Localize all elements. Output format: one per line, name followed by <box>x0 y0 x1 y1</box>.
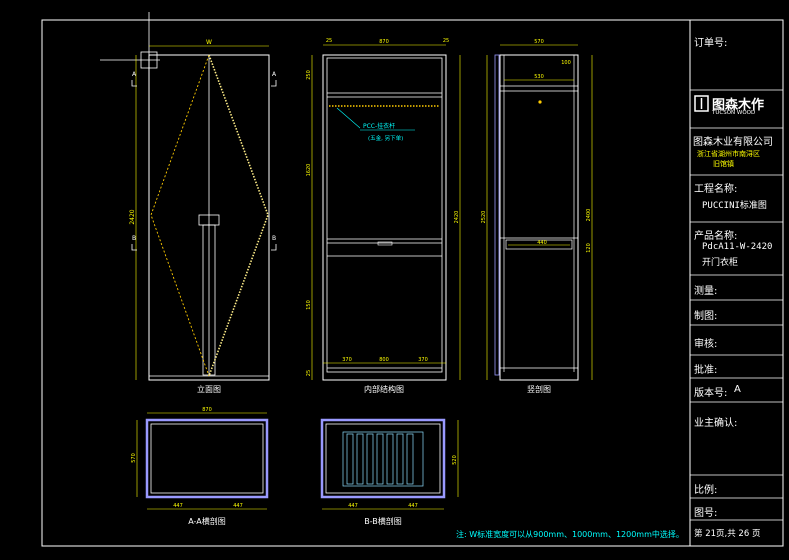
internal-left-dim-1: 250 <box>306 70 312 80</box>
front-width-dim: W <box>206 39 212 46</box>
section-a-caption: A-A横剖图 <box>188 516 225 526</box>
internal-view-caption: 内部结构图 <box>364 384 404 394</box>
drawn-label: 测量: <box>694 286 718 297</box>
internal-right-dim: 2420 <box>454 211 460 224</box>
internal-left-dim-4: 25 <box>306 370 312 376</box>
made-label: 制图: <box>694 311 718 322</box>
scale-label: 比例: <box>694 485 718 496</box>
version-value: A <box>734 384 741 395</box>
side-right-dim-1: 2400 <box>586 209 592 222</box>
side-view-caption: 竖剖图 <box>527 384 551 394</box>
order-no-label: 订单号: <box>694 38 728 49</box>
project-label: 工程名称: <box>694 184 738 195</box>
product-value-1: PdcA11-W-2420 <box>702 242 773 252</box>
section-a-depth-dim: 570 <box>131 453 137 463</box>
side-right-dim-2: 120 <box>586 243 592 253</box>
section-b-marker-left: B <box>132 235 136 242</box>
front-view-caption: 立面图 <box>197 384 221 394</box>
section-b-caption: B-B横剖图 <box>364 516 402 526</box>
section-a-marker-left: A <box>132 71 137 78</box>
side-top-dim: 570 <box>534 39 544 45</box>
drawing-no-label: 图号: <box>694 508 718 519</box>
section-b-bottom-dim-1: 447 <box>348 503 358 509</box>
internal-bottom-dim-3: 370 <box>418 357 428 363</box>
section-b-bottom-dim-2: 447 <box>408 503 418 509</box>
owner-confirm-label: 业主确认: <box>694 418 738 429</box>
internal-top-dim-left: 25 <box>326 38 332 44</box>
section-a-marker-right: A <box>272 71 277 78</box>
side-shelf-dim: 530 <box>534 74 544 80</box>
sheet-frame <box>41 19 784 547</box>
brand-en: TUCSON WOOD <box>712 110 756 116</box>
side-small-dim: 100 <box>561 60 571 66</box>
section-b-marker-right: B <box>272 235 276 242</box>
section-a-bottom-dim-2: 447 <box>233 503 243 509</box>
product-label: 产品名称: <box>694 231 738 242</box>
project-value: PUCCINI标准图 <box>702 201 767 211</box>
internal-left-dim-2: 1620 <box>306 164 312 177</box>
product-value-2: 开门衣柜 <box>702 258 739 268</box>
side-view: 570 530 100 440 2520 2400 120 竖剖图 <box>481 39 593 394</box>
review-label: 审核: <box>694 339 718 350</box>
brand-logo-icon <box>694 95 709 112</box>
company-address-1: 浙江省湖州市南浔区 <box>697 150 760 158</box>
version-label: 版本号: <box>694 388 728 399</box>
rod-note: (五金, 另下单) <box>368 134 403 142</box>
internal-top-dim-mid: 870 <box>379 39 389 45</box>
rod-label: PCC-挂衣杆 <box>363 122 395 130</box>
approve-label: 批准: <box>694 365 718 376</box>
internal-view: 25 870 25 250 1620 150 25 2420 370 800 3… <box>306 38 461 394</box>
company-address-2: 旧馆镇 <box>713 160 734 168</box>
side-drawer-dim: 440 <box>537 240 547 246</box>
width-note: 注: W标准宽度可以从900mm、1000mm、1200mm中选择。 <box>456 529 684 539</box>
brand-cn: 图森木作 <box>712 98 765 113</box>
internal-bottom-dim-2: 800 <box>379 357 389 363</box>
internal-bottom-dim-1: 370 <box>342 357 352 363</box>
front-view: W 2420 A A B B 立面图 <box>129 39 277 394</box>
section-a-view: 870 570 447 447 A-A横剖图 <box>131 407 269 526</box>
page-info: 第 21页,共 26 页 <box>694 529 761 539</box>
company-name: 图森木业有限公司 <box>693 137 773 148</box>
internal-top-dim-right: 25 <box>443 38 449 44</box>
section-b-view: 520 447 447 B-B横剖图 <box>320 418 459 526</box>
section-b-depth-dim: 520 <box>452 455 458 465</box>
side-left-dim: 2520 <box>481 211 487 224</box>
internal-left-dim-3: 150 <box>306 300 312 310</box>
section-a-width-dim: 870 <box>202 407 212 413</box>
section-a-bottom-dim-1: 447 <box>173 503 183 509</box>
front-height-dim: 2420 <box>129 209 136 224</box>
